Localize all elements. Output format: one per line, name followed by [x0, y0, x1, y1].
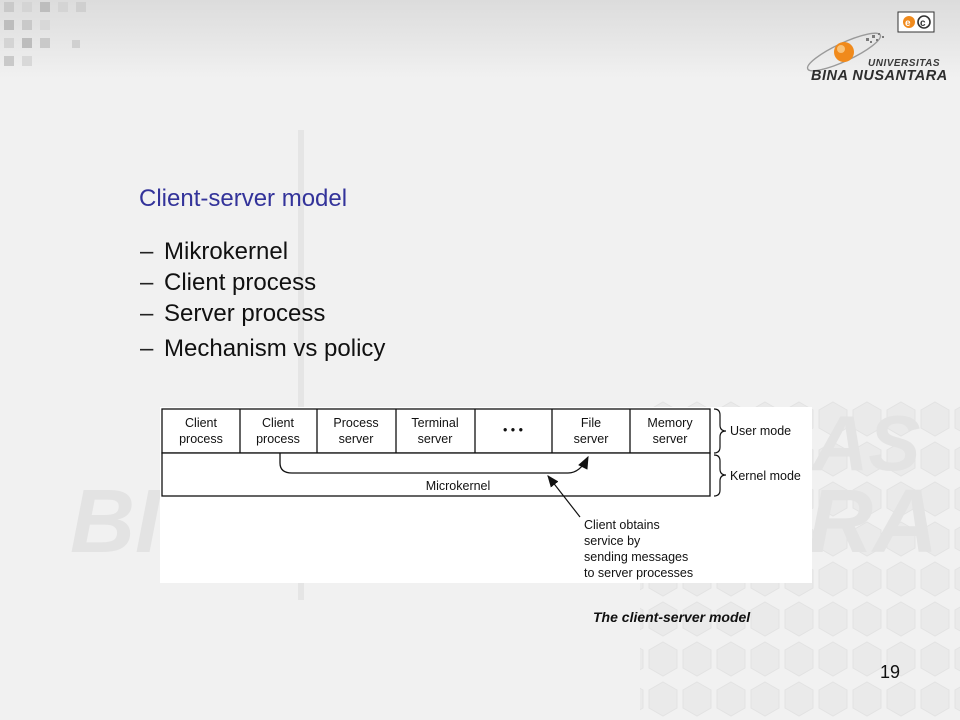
box-2-line-1: Client	[262, 416, 294, 430]
box-4-line-2: server	[418, 432, 453, 446]
bullet-text: Server process	[164, 300, 326, 327]
box-1-line-1: Client	[185, 416, 217, 430]
page-number: 19	[880, 662, 901, 682]
annotation-line-1: Client obtains	[584, 518, 660, 532]
box-4-line-1: Terminal	[411, 416, 458, 430]
corner-squares-decoration	[4, 2, 86, 66]
watermark-right-bottom-text: RA	[808, 472, 938, 572]
bullet-item: – Mikrokernel	[140, 236, 385, 267]
bina-nusantara-logo: e c	[806, 11, 935, 72]
bullet-dash: –	[140, 269, 154, 296]
bullet-item: – Server process	[140, 298, 385, 329]
svg-text:e: e	[905, 18, 911, 29]
annotation-pointer-arrow	[547, 475, 581, 518]
annotation-line-3: sending messages	[584, 550, 688, 564]
watermark-right-top-text: AS	[810, 399, 920, 487]
svg-text:c: c	[920, 18, 926, 29]
box-5-ellipsis: • • •	[503, 423, 523, 437]
client-server-diagram: Client process Client process Process se…	[160, 407, 812, 583]
top-band	[0, 0, 960, 78]
diagram-svg: Client process Client process Process se…	[161, 408, 801, 580]
kernel-mode-label: Kernel mode	[730, 469, 801, 483]
bullet-dash: –	[140, 238, 154, 265]
watermark-left-text: BI	[70, 472, 162, 572]
box-7-line-2: server	[653, 432, 688, 446]
box-1-line-2: process	[179, 432, 223, 446]
bullet-dash: –	[140, 335, 154, 362]
slide-heading: Client-server model	[139, 185, 348, 212]
annotation-line-4: to server processes	[584, 566, 693, 580]
annotation-line-2: service by	[584, 534, 641, 548]
box-6-line-2: server	[574, 432, 609, 446]
logo-line-1: UNIVERSITAS	[868, 58, 940, 69]
user-mode-brace	[713, 408, 727, 454]
bullet-text: Client process	[164, 269, 317, 296]
box-2-line-2: process	[256, 432, 300, 446]
microkernel-label: Microkernel	[426, 479, 491, 493]
box-6-line-1: File	[581, 416, 601, 430]
kernel-mode-brace	[713, 454, 727, 497]
bullet-item: – Client process	[140, 267, 385, 298]
bullet-dash: –	[140, 300, 154, 327]
box-3-line-1: Process	[333, 416, 378, 430]
bullet-text: Mikrokernel	[164, 238, 289, 265]
user-mode-label: User mode	[730, 424, 791, 438]
message-arrow	[279, 453, 589, 474]
logo-line-2: BINA NUSANTARA	[811, 68, 948, 84]
bullet-text: Mechanism vs policy	[164, 335, 386, 362]
kernel-row	[161, 452, 711, 497]
bullet-item: – Mechanism vs policy	[140, 333, 385, 364]
box-7-line-1: Memory	[647, 416, 693, 430]
diagram-caption: The client-server model	[593, 609, 751, 625]
box-3-line-2: server	[339, 432, 374, 446]
bullet-list: – Mikrokernel – Client process – Server …	[140, 236, 385, 364]
